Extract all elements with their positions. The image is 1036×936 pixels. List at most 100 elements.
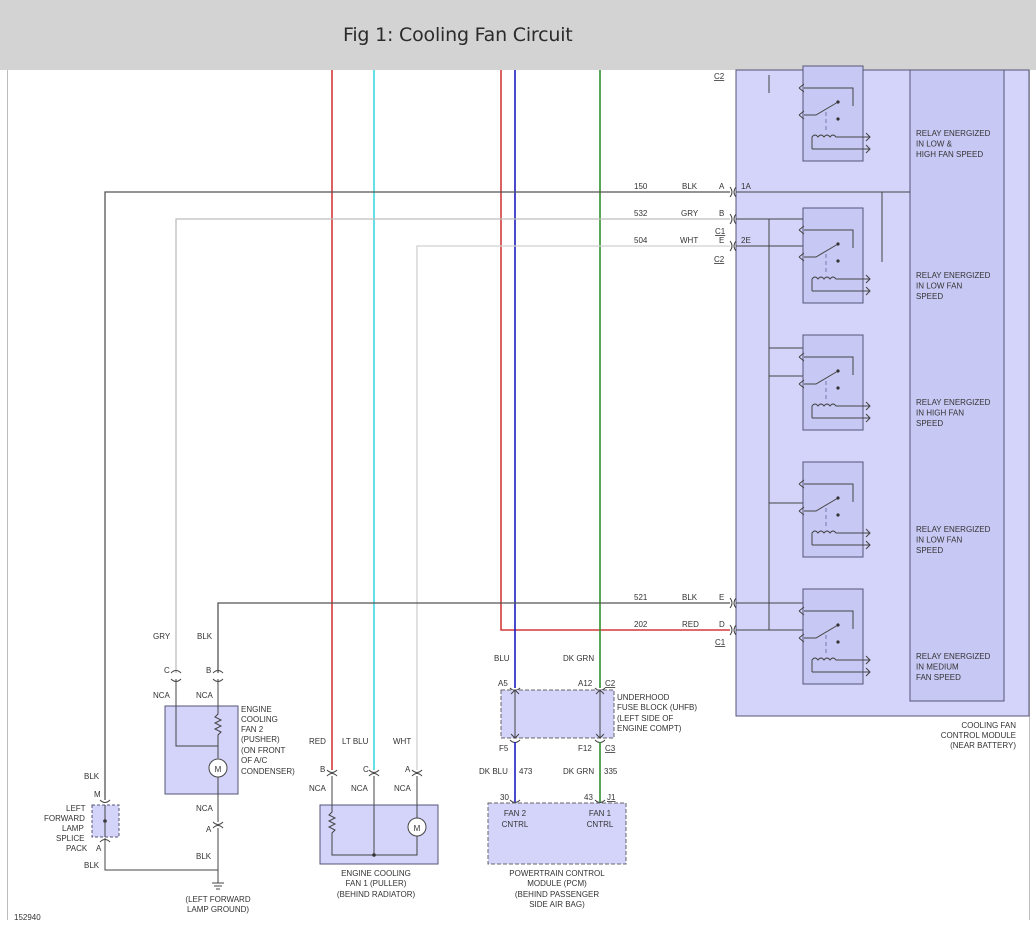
circuit-202-label: 202 [634, 620, 648, 629]
fan2-wire-blk-bottom: BLK [196, 852, 212, 861]
fan1-label-1: ENGINE COOLING [341, 869, 411, 878]
harness-wires-module [104, 191, 730, 800]
pin-a-label: A [719, 182, 725, 191]
fan2-label-1: ENGINE [241, 705, 272, 714]
pcm-label-2: MODULE (PCM) [527, 879, 587, 888]
fan2-nca-left: NCA [153, 691, 171, 700]
fuse-label-3: (LEFT SIDE OF [617, 714, 673, 723]
control-module-label-3: (NEAR BATTERY) [950, 741, 1016, 750]
fuse-label-2: FUSE BLOCK (UHFB) [617, 703, 697, 712]
relay-contact-dot [836, 369, 840, 373]
c1-label-2: C1 [715, 638, 726, 647]
cooling-fan-control-module: COOLING FAN CONTROL MODULE (NEAR BATTERY… [735, 69, 1030, 750]
splice-pin-m: M [94, 790, 101, 799]
wire-red-202-color: RED [682, 620, 699, 629]
fan1-nca-2: NCA [351, 784, 369, 793]
relay-box [802, 207, 864, 304]
engine-cooling-fan-2: GRY BLK C B NCA NCA M ENGINE COOLING FAN… [153, 632, 295, 883]
fan2-label-4: (PUSHER) [241, 735, 280, 744]
module-internal-wiring [736, 75, 910, 631]
fan2-nca-bottom: NCA [196, 804, 214, 813]
relay-box [802, 65, 864, 162]
relay-contact-dot [836, 640, 840, 644]
fan1-wire-red: RED [309, 737, 326, 746]
wire-blk-150 [104, 191, 730, 800]
splice-label-2: FORWARD [44, 814, 85, 823]
pcm-box [487, 802, 627, 865]
fan1-wire-wht: WHT [393, 737, 411, 746]
relay-contact-dot [836, 259, 840, 263]
fan1-motor-letter: M [414, 824, 421, 833]
splice-label-4: SPLICE [56, 834, 84, 843]
fuse-to-pcm-wires [514, 742, 601, 802]
module-edge-connectors [729, 186, 737, 636]
relay-contact-dot [836, 513, 840, 517]
relay-contact-dot [836, 496, 840, 500]
fuse-label-4: ENGINE COMPT) [617, 724, 682, 733]
relay-5-caption-1: RELAY ENERGIZED [916, 652, 991, 661]
wire-wht-504-color: WHT [680, 236, 698, 245]
control-module-label-1: COOLING FAN [961, 721, 1016, 730]
fuse-block-box [500, 689, 615, 739]
fan2-wire-gry-label: GRY [153, 632, 171, 641]
module-connector-labels: C2 150 BLK A 1A 532 GRY B C1 504 WHT E 2… [634, 72, 751, 647]
pcm-fan1-cntrl-1: FAN 1 [589, 809, 612, 818]
figure-id: 152940 [14, 913, 41, 922]
c2-top-label: C2 [714, 72, 725, 81]
fuse-wire-dkgrn: DK GRN [563, 654, 594, 663]
fan2-pin-a: A [206, 825, 212, 834]
wire-gry-532-color: GRY [681, 209, 699, 218]
wire-blk-521-color: BLK [682, 593, 698, 602]
fan2-wire-blk-label: BLK [197, 632, 213, 641]
fan2-label-7: CONDENSER) [241, 767, 295, 776]
underhood-fuse-block: BLU DK GRN A5 A12 C2 UNDERHOOD FUSE BLOC… [494, 654, 697, 753]
fuse-conn-c2: C2 [605, 679, 616, 688]
fuse-wire-blu: BLU [494, 654, 510, 663]
fan2-label-2: COOLING [241, 715, 278, 724]
fan1-nca-3: NCA [394, 784, 412, 793]
relay-2-caption-2: IN LOW FAN [916, 282, 962, 291]
relay-1-caption-3: HIGH FAN SPEED [916, 150, 983, 159]
relay-contact-dot [836, 386, 840, 390]
relay-contact-dot [836, 623, 840, 627]
harness-wires-top [331, 70, 730, 770]
c2-label-2: C2 [714, 255, 725, 264]
pcm-pin-43: 43 [584, 793, 593, 802]
powertrain-control-module: 30 43 J1 FAN 2 CNTRL FAN 1 CNTRL POWERTR… [487, 793, 627, 909]
fuse-pin-a12: A12 [578, 679, 593, 688]
pcm-label-3: (BEHIND PASSENGER [515, 890, 600, 899]
pcm-wire1-circuit: 473 [519, 767, 533, 776]
left-forward-lamp-ground: (LEFT FORWARD LAMP GROUND) [104, 838, 251, 914]
pcm-fan2-cntrl-1: FAN 2 [504, 809, 527, 818]
relay-contact-dot [836, 117, 840, 121]
fan2-nca-right: NCA [196, 691, 214, 700]
pin-1a-label: 1A [741, 182, 751, 191]
splice-label-1: LEFT [66, 804, 86, 813]
figure-header: Fig 1: Cooling Fan Circuit [0, 0, 1036, 70]
engine-cooling-fan-1: RED LT BLU WHT B C A NCA NCA NCA M ENGIN… [309, 737, 439, 899]
relay-contact-dot [836, 100, 840, 104]
fan1-pin-b: B [320, 765, 325, 774]
relay-box [802, 588, 864, 685]
fuse-pin-f5: F5 [499, 744, 509, 753]
circuit-521-label: 521 [634, 593, 648, 602]
circuit-150-label: 150 [634, 182, 648, 191]
ground-label-2: LAMP GROUND) [187, 905, 249, 914]
relay-3-caption-1: RELAY ENERGIZED [916, 398, 991, 407]
figure-title: Fig 1: Cooling Fan Circuit [343, 24, 573, 46]
circuit-532-label: 532 [634, 209, 648, 218]
pin-d-label: D [719, 620, 725, 629]
fan2-motor-letter: M [215, 765, 222, 774]
relay-1-caption-2: IN LOW & [916, 140, 953, 149]
wire-blk-150-color: BLK [682, 182, 698, 191]
fan2-label-5: (ON FRONT [241, 746, 286, 755]
relay-contact-dot [836, 242, 840, 246]
pcm-fan1-cntrl-2: CNTRL [587, 820, 614, 829]
pcm-wire-labels: DK BLU 473 DK GRN 335 [479, 767, 618, 776]
relay-5-caption-3: FAN SPEED [916, 673, 961, 682]
wire-wht-504 [416, 245, 730, 770]
pin-e2-label: E [719, 593, 724, 602]
fuse-label-1: UNDERHOOD [617, 693, 670, 702]
